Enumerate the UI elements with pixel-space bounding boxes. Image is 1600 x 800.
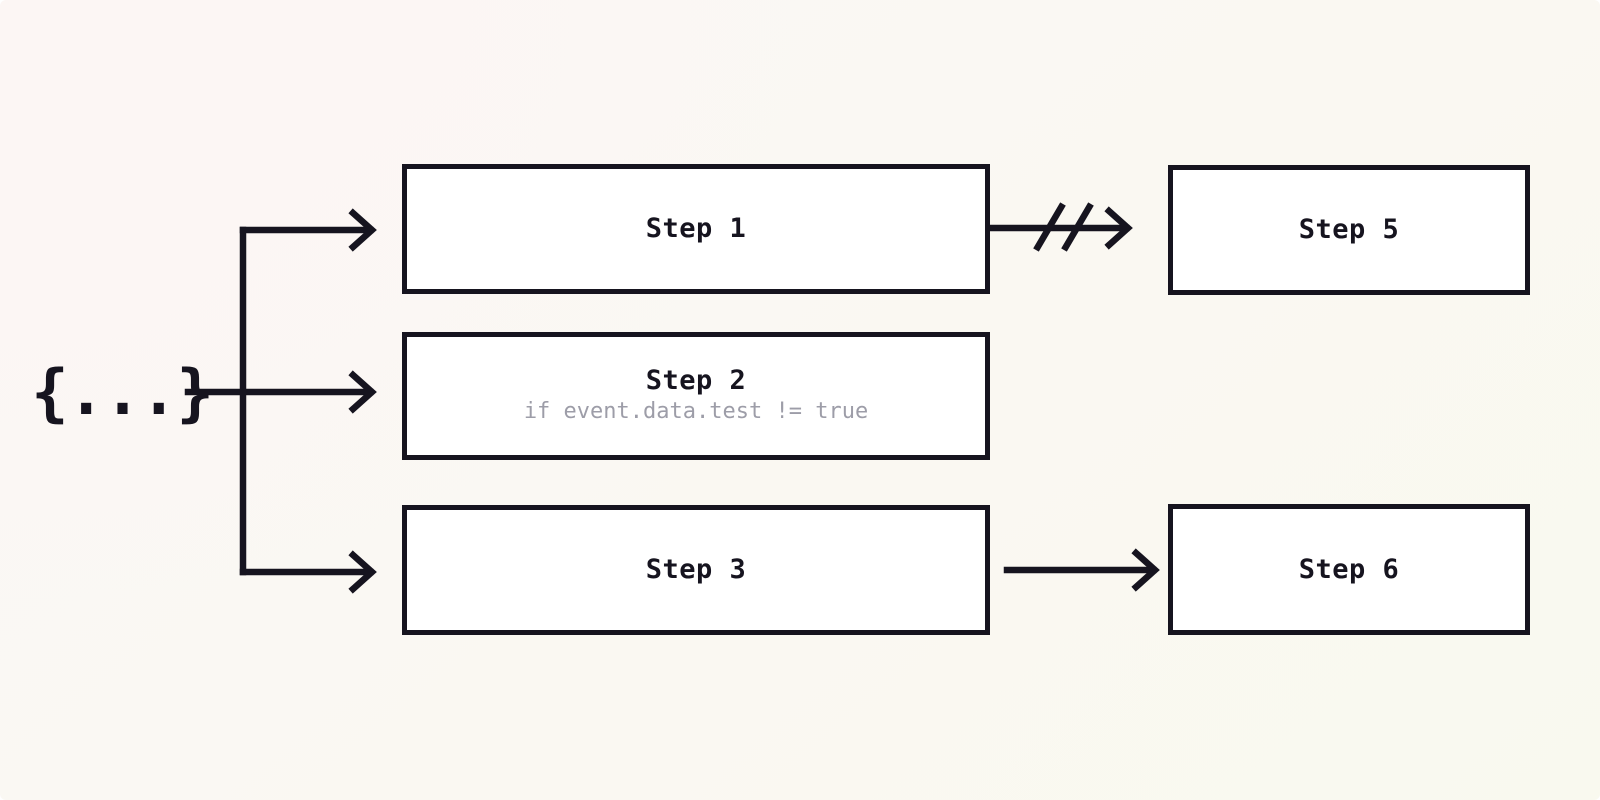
edge-step-1-step-5 xyxy=(988,202,1133,252)
node-step-1-title: Step 1 xyxy=(645,213,747,245)
node-step-1[interactable]: Step 1 xyxy=(402,164,990,294)
node-step-6-title: Step 6 xyxy=(1298,553,1400,585)
edge-source-step-2 xyxy=(184,370,377,414)
edge-step-3-step-6 xyxy=(1003,548,1160,592)
node-step-3-title: Step 3 xyxy=(645,554,747,586)
node-step-2-title: Step 2 xyxy=(645,365,747,397)
edge-source-step-1 xyxy=(239,208,377,252)
node-step-2-condition: if event.data.test != true xyxy=(523,399,869,425)
edge-source-step-3 xyxy=(239,550,377,594)
node-step-6[interactable]: Step 6 xyxy=(1168,504,1530,635)
event-payload-token: {...} xyxy=(31,356,214,429)
node-step-5[interactable]: Step 5 xyxy=(1168,165,1530,295)
node-step-3[interactable]: Step 3 xyxy=(402,505,990,635)
blocked-slash-2 xyxy=(1061,202,1094,252)
node-step-2[interactable]: Step 2 if event.data.test != true xyxy=(402,332,990,460)
node-step-5-title: Step 5 xyxy=(1298,214,1400,246)
blocked-slash-1 xyxy=(1033,202,1066,252)
